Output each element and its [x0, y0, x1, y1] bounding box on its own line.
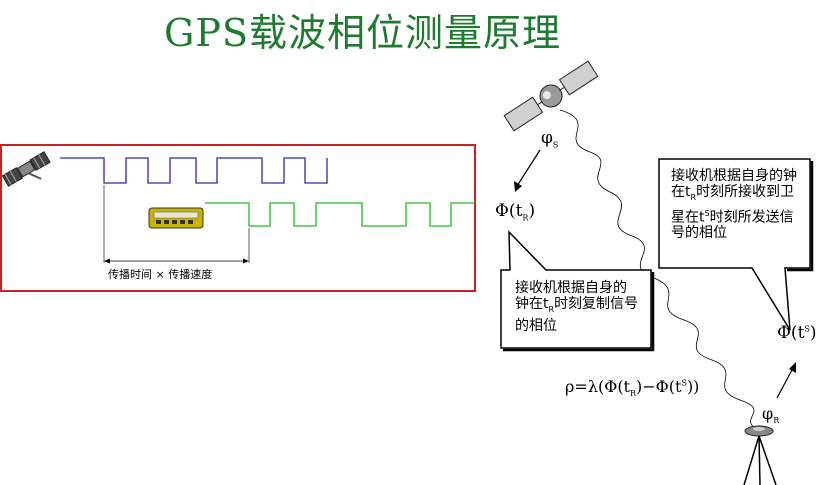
callout-receiver-box: [500, 230, 652, 349]
formula-label: ρ=λ(Φ(tR)−Φ(tS)): [565, 377, 700, 399]
phase-ts-label: Φ(tS): [777, 323, 817, 343]
replica-signal-wave: [205, 202, 475, 227]
propagation-label: 传播时间 × 传播速度: [108, 268, 213, 281]
callout-receiver-text: 接收机根据自身的钟在tR时刻复制信号的相位: [515, 280, 639, 334]
satellite-signal-wave: [60, 157, 328, 184]
arrow-to-phase-ts: [776, 367, 794, 399]
page-title: GPS载波相位测量原理: [164, 11, 561, 55]
callout-received-box: [658, 158, 811, 331]
signal-comparison-frame: [0, 144, 476, 292]
large-satellite-icon: [503, 60, 599, 132]
satellite-icon: [1, 151, 51, 187]
arrow-to-phase-tr: [516, 149, 541, 187]
antenna-tripod-icon: [743, 425, 777, 485]
receiver-device-icon: [148, 207, 204, 229]
phi-r-label: φR: [762, 404, 780, 426]
callout-received-text: 接收机根据自身的钟在tR时刻所接收到卫星在tS时刻所发送信号的相位: [671, 168, 797, 242]
phase-tr-label: Φ(tR): [495, 201, 536, 223]
phi-s-label: φS: [541, 128, 559, 150]
